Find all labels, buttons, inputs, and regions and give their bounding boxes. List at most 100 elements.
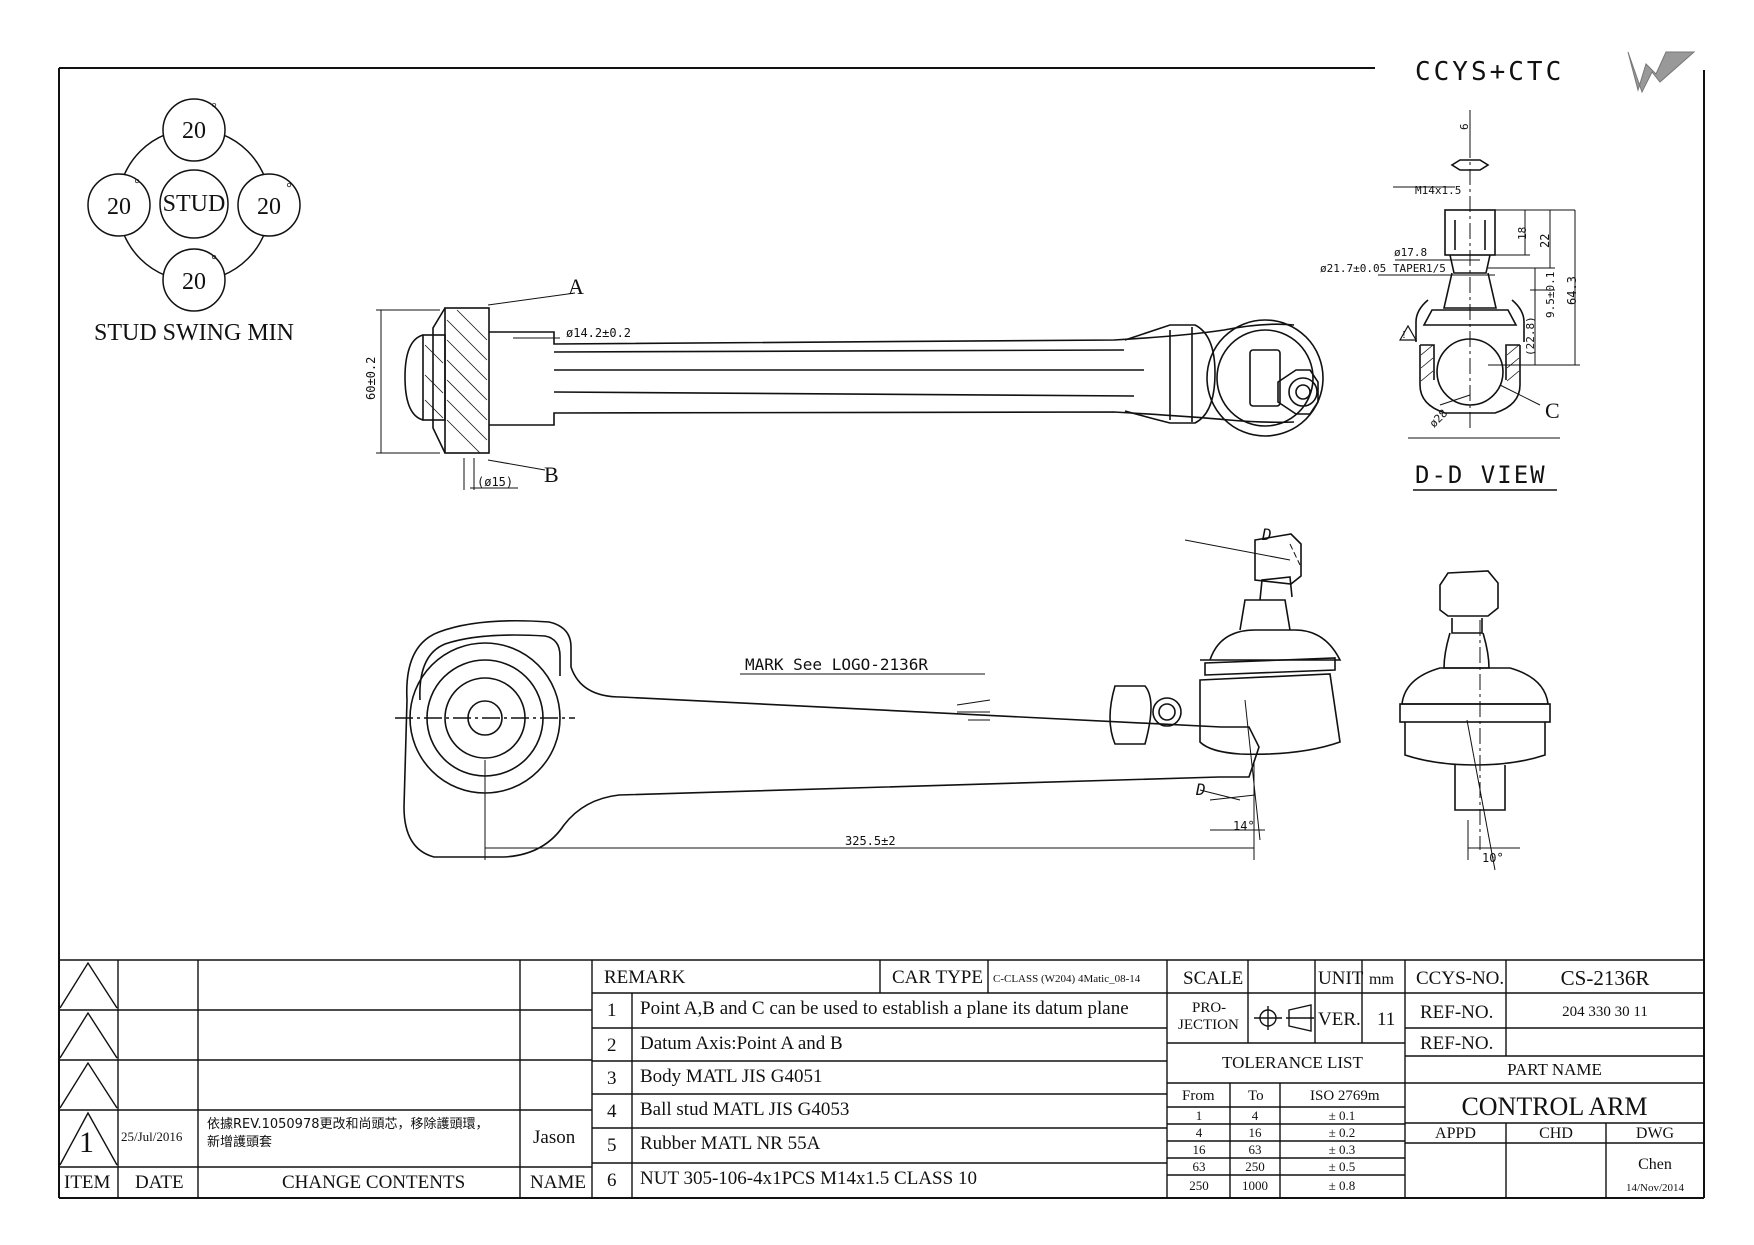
revision-change-line-1: 依據REV.1050978更改和尚頭芯，移除護頭環，	[207, 1117, 489, 1132]
remark-no: 5	[607, 1135, 617, 1156]
dim-64-label: 64.3	[1565, 276, 1579, 305]
remark-text: NUT 305-106-4x1PCS M14x1.5 CLASS 10	[640, 1168, 977, 1189]
dia-178-label: ø17.8	[1394, 246, 1427, 259]
thread-label: M14x1.5	[1415, 184, 1461, 197]
tolerance-from-header: From	[1182, 1088, 1215, 1104]
tolerance-from: 1	[1195, 1108, 1203, 1123]
bushing-width-label: 60±0.2	[364, 357, 378, 400]
ref-no-label: REF-NO.	[1420, 1002, 1494, 1023]
ccys-no-value: CS-2136R	[1560, 966, 1650, 990]
swing-deg-mark: °	[286, 181, 292, 196]
tolerance-value: ± 0.3	[1328, 1142, 1356, 1157]
ref-no-value: 204 330 30 11	[1562, 1004, 1648, 1020]
unit-value: mm	[1369, 971, 1394, 988]
point-c-label: C	[1545, 398, 1560, 423]
remark-no: 2	[607, 1035, 617, 1056]
projection-label: PRO-	[1192, 1000, 1227, 1016]
swing-deg-mark: °	[134, 177, 140, 192]
tolerance-to-header: To	[1248, 1088, 1264, 1104]
swing-top-value: 20	[182, 118, 206, 144]
swing-deg-mark: °	[211, 101, 217, 116]
stud-swing-diagram	[87, 98, 301, 312]
dd-view-title: D-D VIEW	[1415, 461, 1547, 489]
dd-section-view	[1398, 115, 1525, 430]
tolerance-value: ± 0.1	[1328, 1108, 1356, 1123]
bushing-id-label: (ø15)	[477, 475, 513, 489]
part-name-label: PART NAME	[1507, 1060, 1602, 1079]
tolerance-to: 16	[1248, 1125, 1262, 1140]
title-block-grid	[59, 959, 1704, 1198]
tolerance-std-header: ISO 2769m	[1310, 1088, 1380, 1104]
car-type-value: C-CLASS (W204) 4Matic_08-14	[993, 973, 1141, 985]
drawn-by-name: Chen	[1638, 1156, 1672, 1173]
tolerance-to: 63	[1248, 1142, 1262, 1157]
ref-no-label: REF-NO.	[1420, 1033, 1494, 1054]
remark-no: 3	[607, 1068, 617, 1089]
remark-no: 6	[607, 1170, 617, 1191]
drawn-label: DWG	[1635, 1125, 1675, 1142]
remark-text: Rubber MATL NR 55A	[640, 1133, 821, 1154]
swing-caption: STUD SWING MIN	[94, 320, 294, 346]
tolerance-value: ± 0.2	[1328, 1125, 1356, 1140]
remark-label: REMARK	[604, 967, 686, 988]
swing-deg-mark: °	[211, 253, 217, 268]
tolerance-title: TOLERANCE LIST	[1222, 1053, 1363, 1072]
dim-22-label: 22	[1538, 234, 1552, 248]
nut-dim-label: 6	[1458, 123, 1471, 130]
ball-joint-side-view	[1399, 570, 1551, 871]
header-name: NAME	[530, 1172, 586, 1193]
warning-icon: !	[1402, 329, 1406, 341]
remark-no: 1	[607, 1000, 617, 1021]
swing-center-label: STUD	[163, 191, 226, 217]
plan-view-dimensions	[484, 539, 1301, 860]
bushing-dia-label: ø14.2±0.2	[566, 326, 631, 340]
overall-length-label: 325.5±2	[845, 834, 896, 848]
point-b-label: B	[544, 462, 559, 487]
revision-author: Jason	[533, 1127, 576, 1148]
angle-10-label: 10°	[1482, 851, 1504, 865]
remark-no: 4	[607, 1101, 617, 1122]
remark-text: Ball stud MATL JIS G4053	[640, 1099, 850, 1120]
tolerance-from: 4	[1195, 1125, 1203, 1140]
version-value: 11	[1377, 1009, 1396, 1030]
remark-text: Datum Axis:Point A and B	[640, 1033, 843, 1054]
tolerance-to: 4	[1251, 1108, 1259, 1123]
swing-left-value: 20	[107, 194, 131, 220]
dim-18-label: 18	[1516, 227, 1529, 240]
angle-14-label: 14°	[1233, 819, 1255, 833]
tolerance-value: ± 0.5	[1328, 1159, 1356, 1174]
tolerance-from: 63	[1192, 1159, 1206, 1174]
part-name-value: CONTROL ARM	[1461, 1092, 1648, 1121]
header-item: ITEM	[64, 1172, 111, 1193]
tolerance-to: 250	[1245, 1159, 1265, 1174]
remark-text: Point A,B and C can be used to establish…	[640, 998, 1129, 1019]
version-label: VER.	[1318, 1009, 1361, 1030]
dim-95-label: 9.5±0.1	[1544, 272, 1557, 318]
header-change-contents: CHANGE CONTENTS	[282, 1172, 466, 1193]
car-type-label: CAR TYPE	[892, 967, 983, 988]
brand-emblem-icon	[1627, 51, 1696, 94]
tolerance-from: 250	[1189, 1178, 1209, 1193]
revision-change-line-2: 新增護頭套	[207, 1135, 273, 1150]
swing-bottom-value: 20	[182, 269, 206, 295]
revision-date: 25/Jul/2016	[121, 1129, 183, 1144]
unit-label: UNIT	[1318, 968, 1364, 989]
ccys-no-label: CCYS-NO.	[1416, 968, 1505, 989]
tolerance-value: ± 0.8	[1328, 1178, 1356, 1193]
projection-label: JECTION	[1178, 1017, 1239, 1033]
swing-right-value: 20	[257, 194, 281, 220]
taper-label: ø21.7±0.05 TAPER1/5	[1320, 262, 1446, 275]
remark-text: Body MATL JIS G4051	[640, 1066, 823, 1087]
ball-dia-label: ø28	[1427, 407, 1450, 430]
control-arm-side-view	[404, 307, 1324, 454]
brand-logo: CCYS+CTC	[1415, 51, 1696, 94]
scale-label: SCALE	[1183, 968, 1244, 989]
dim-228-label: (22.8)	[1524, 316, 1537, 356]
tolerance-from: 16	[1192, 1142, 1206, 1157]
control-arm-plan-view	[395, 533, 1342, 858]
approved-label: APPD	[1435, 1125, 1476, 1142]
side-view-dimensions	[376, 292, 576, 490]
dd-view-dimensions	[1378, 110, 1580, 439]
